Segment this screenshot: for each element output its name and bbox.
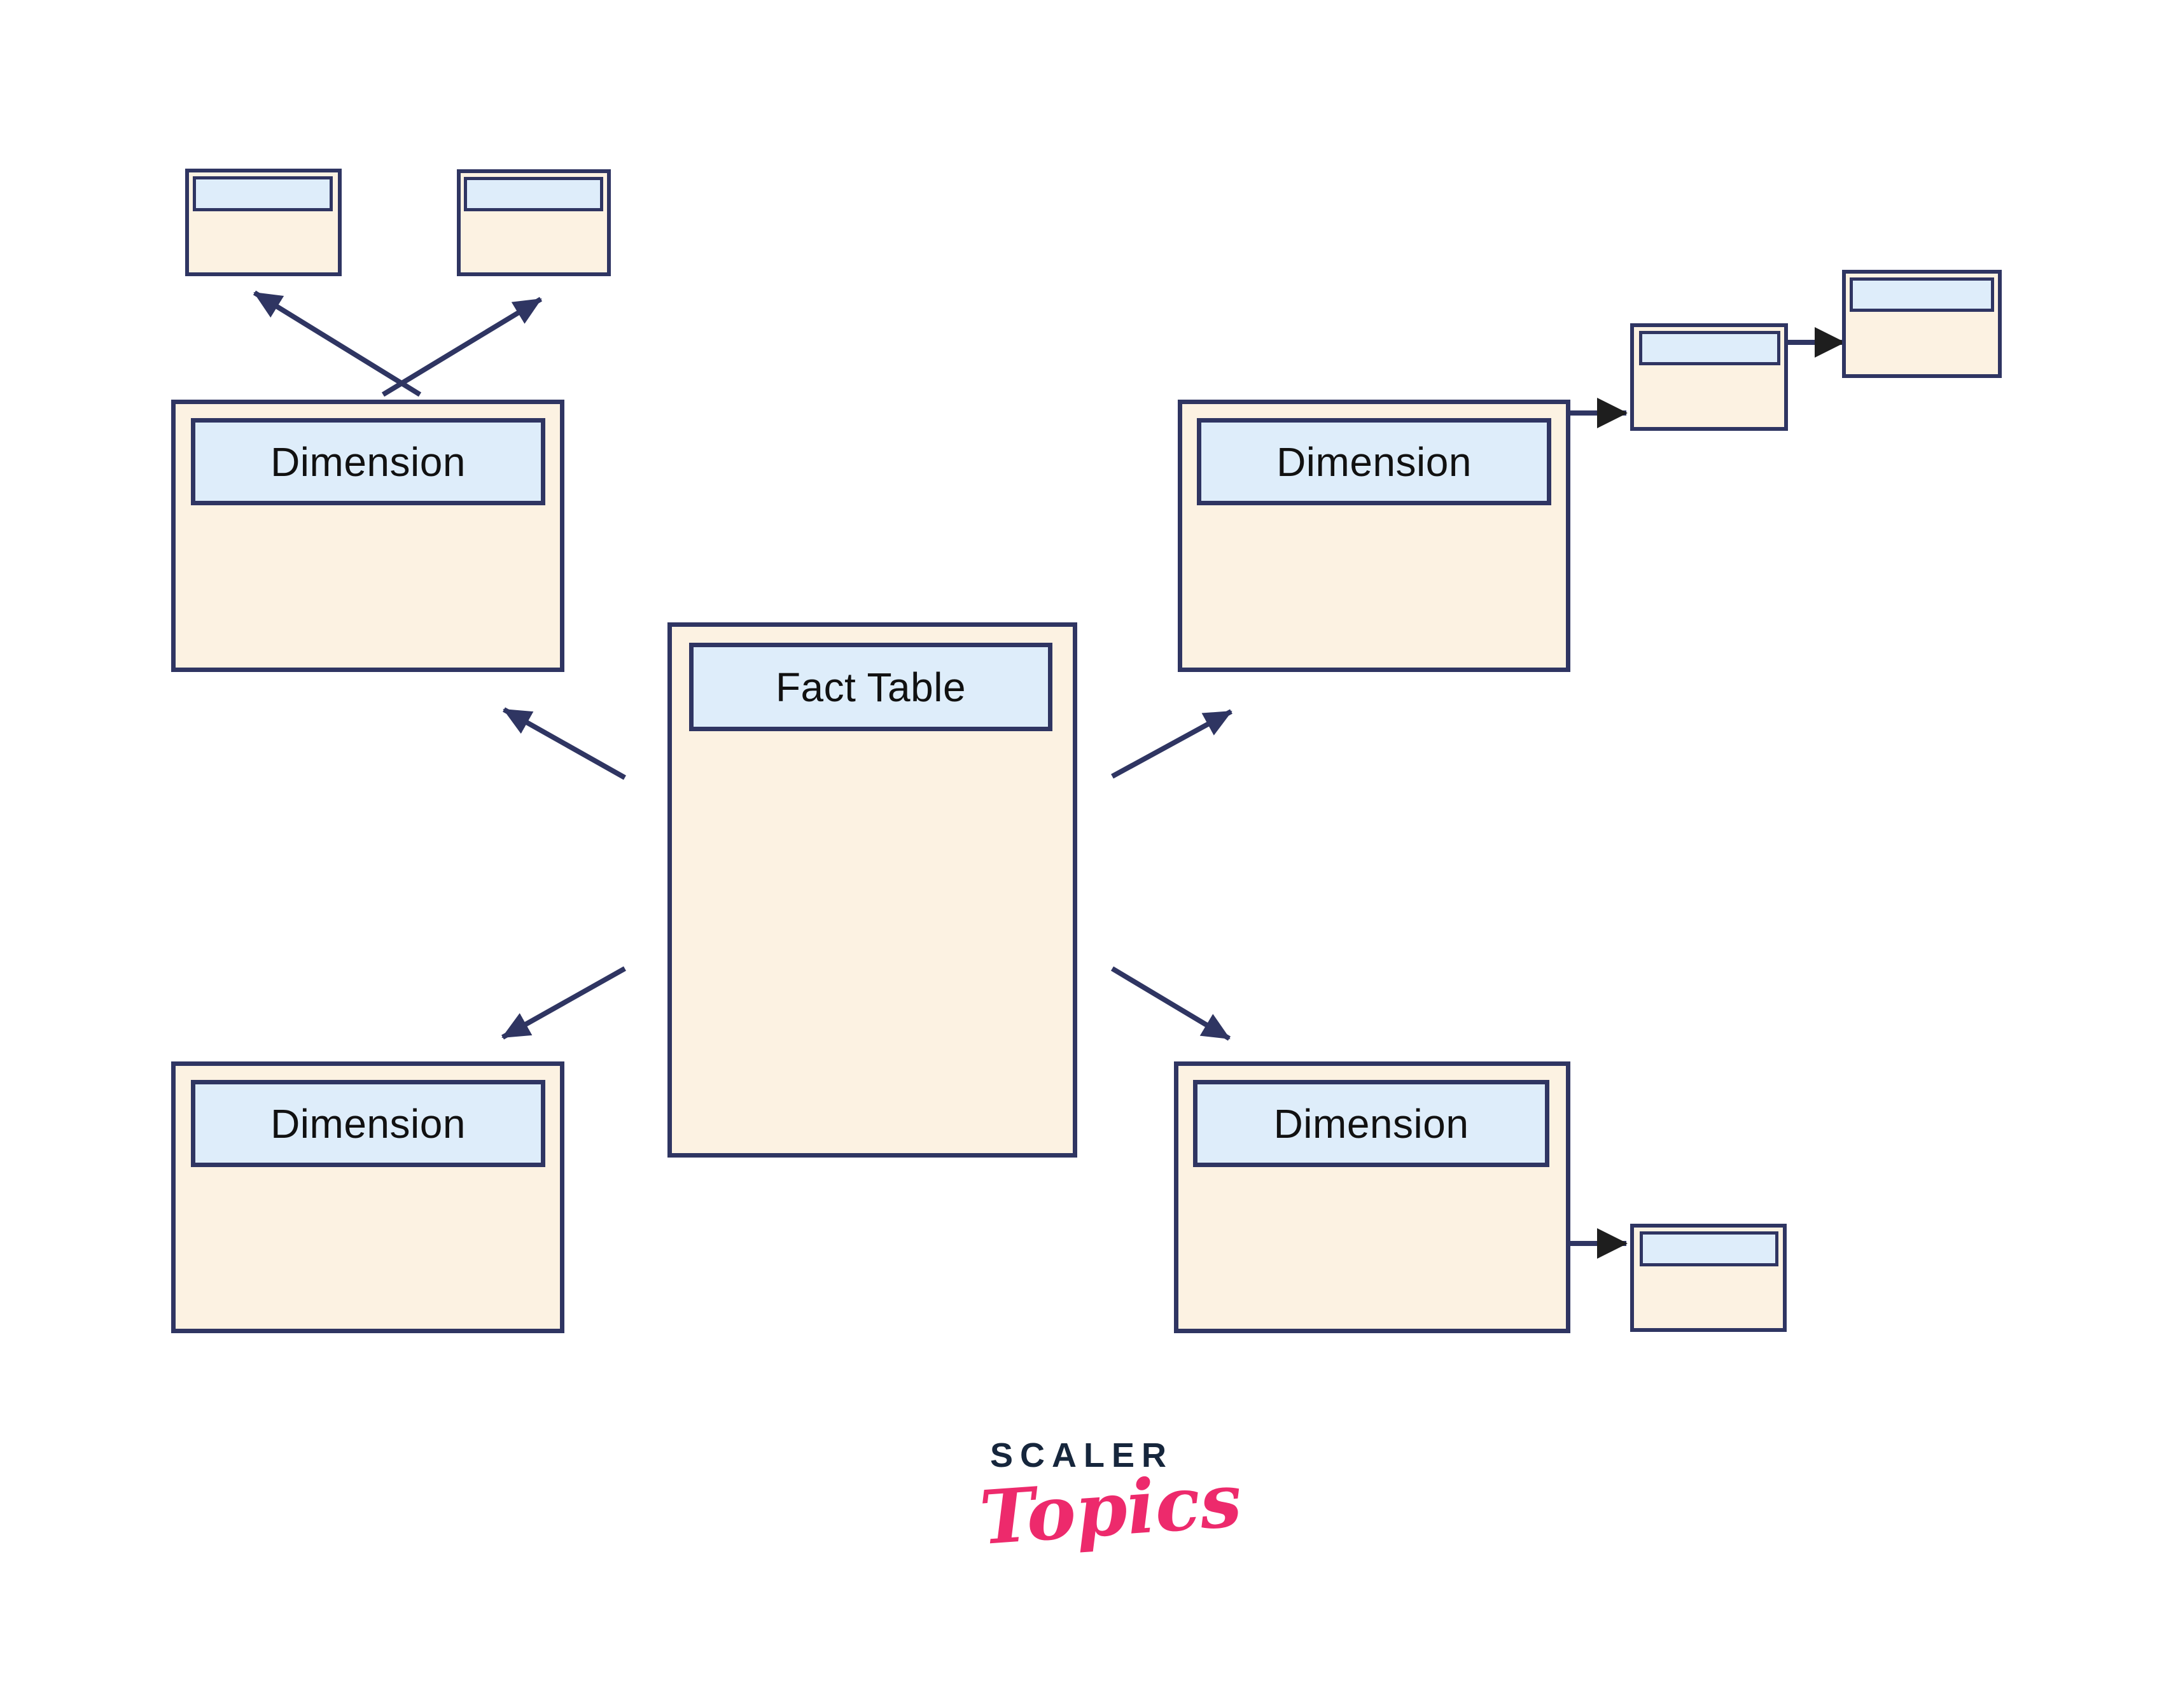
dimension-top-left-label: Dimension bbox=[270, 438, 466, 485]
dimension-top-right-label: Dimension bbox=[1276, 438, 1472, 485]
arrow-dim-topleft-to-subdim-left bbox=[253, 290, 422, 397]
subdimension-topright-a-box bbox=[1630, 323, 1788, 431]
scaler-topics-logo: SCALER Topics bbox=[977, 1436, 1245, 1562]
dimension-top-right-box: Dimension bbox=[1178, 400, 1570, 672]
arrow-fact-to-dim-topleft bbox=[503, 707, 626, 780]
subdimension-topleft-b-box bbox=[457, 169, 611, 276]
dimension-top-left-header: Dimension bbox=[191, 418, 545, 505]
subdimension-topleft-a-box bbox=[185, 169, 342, 276]
dimension-bottom-right-header: Dimension bbox=[1193, 1080, 1549, 1167]
dimension-bottom-left-header: Dimension bbox=[191, 1080, 545, 1167]
subdimension-topright-b-box bbox=[1842, 270, 2002, 378]
subdimension-bottomright-box bbox=[1630, 1224, 1787, 1332]
fact-table-label: Fact Table bbox=[775, 664, 967, 710]
subdimension-topleft-a-header bbox=[193, 176, 333, 211]
dimension-bottom-left-label: Dimension bbox=[270, 1100, 466, 1147]
dimension-bottom-right-box: Dimension bbox=[1174, 1061, 1570, 1333]
dimension-bottom-left-box: Dimension bbox=[171, 1061, 564, 1333]
dimension-top-left-box: Dimension bbox=[171, 400, 564, 672]
arrow-fact-to-dim-bottomleft bbox=[501, 966, 626, 1040]
subdimension-topright-b-header bbox=[1850, 277, 1994, 312]
subdimension-bottomright-header bbox=[1640, 1231, 1778, 1266]
arrow-fact-to-dim-topright bbox=[1111, 709, 1232, 779]
fact-table-box: Fact Table bbox=[667, 622, 1077, 1158]
dimension-top-right-header: Dimension bbox=[1197, 418, 1551, 505]
fact-table-header: Fact Table bbox=[689, 643, 1052, 731]
dimension-bottom-right-label: Dimension bbox=[1273, 1100, 1469, 1147]
subdimension-topright-a-header bbox=[1639, 331, 1780, 365]
subdimension-topleft-b-header bbox=[464, 177, 603, 211]
logo-wordmark-topics: Topics bbox=[977, 1457, 1245, 1562]
logo-wordmark-scaler: SCALER bbox=[989, 1436, 1173, 1474]
arrow-dim-topleft-to-subdim-right bbox=[381, 297, 543, 397]
arrow-fact-to-dim-bottomright bbox=[1110, 966, 1231, 1041]
